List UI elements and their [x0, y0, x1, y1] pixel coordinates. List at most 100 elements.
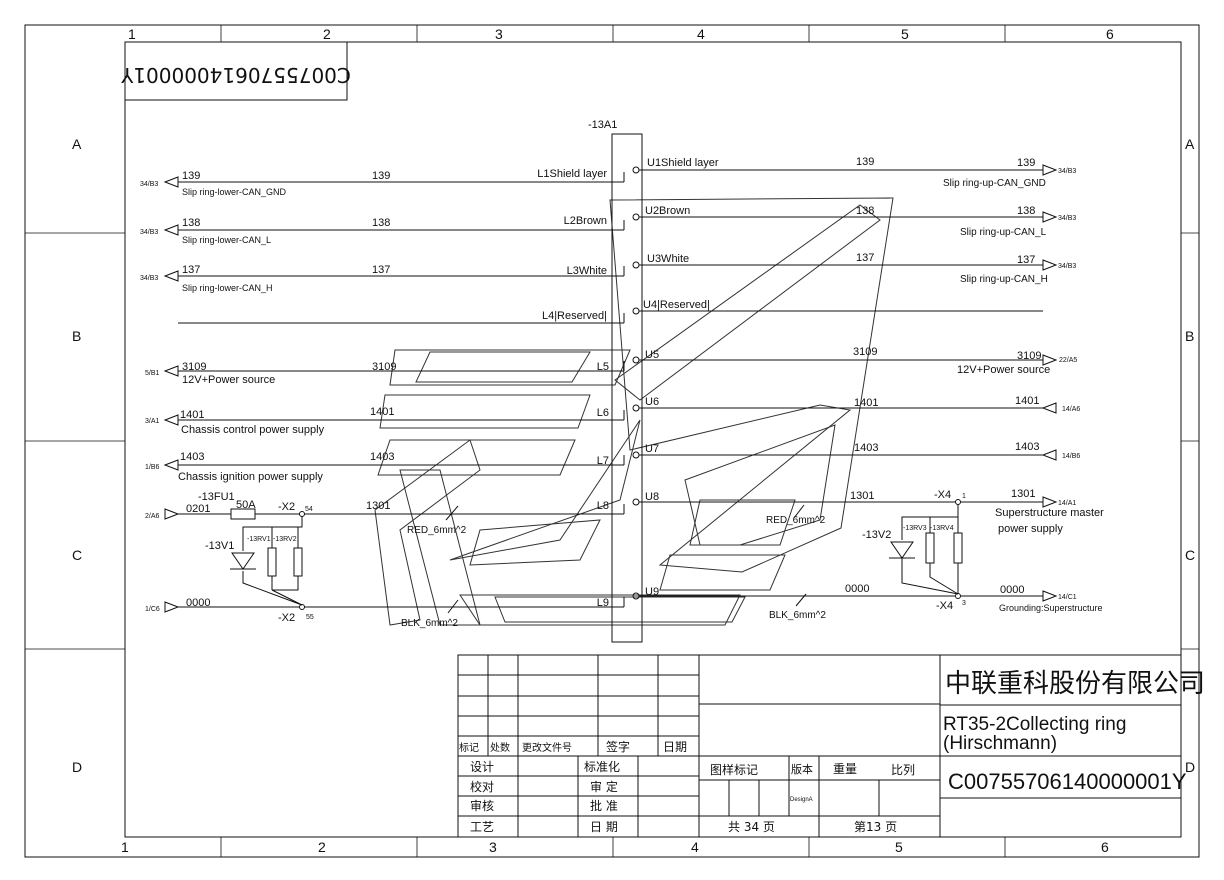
wire-number: 0000	[845, 583, 869, 595]
page-number: 第13 页	[854, 820, 897, 834]
arrow-icon	[163, 459, 179, 471]
arrow-icon	[1042, 259, 1058, 271]
ref-label: 1/C6	[145, 606, 160, 613]
role-label: 校对	[470, 779, 494, 794]
mirrored-code-box	[124, 41, 348, 101]
role-label: 工艺	[470, 820, 494, 834]
col-label: 4	[691, 839, 699, 855]
ref-label: 22/A5	[1059, 357, 1077, 364]
tvs-diode-icon	[890, 541, 914, 559]
drawing-code: C00755706140000001Y	[948, 769, 1187, 794]
wire-number: 138	[1017, 205, 1035, 217]
col-label: 2	[318, 839, 326, 855]
design-tag: DesignA	[790, 797, 813, 803]
wire-number: 138	[372, 217, 390, 229]
wire-desc: Slip ring-up-CAN_L	[960, 227, 1047, 238]
resistor-label: -13RV1	[247, 536, 271, 543]
wire-number: 139	[856, 156, 874, 168]
drawing-subtitle: (Hirschmann)	[943, 733, 1057, 754]
wire-number: 137	[856, 252, 874, 264]
left-wires: 34/B3 139 Slip ring-lower-CAN_GND 139 L1…	[140, 168, 624, 613]
diode-label: -13V2	[862, 529, 891, 541]
terminal-label: U6	[645, 396, 659, 408]
wire-number: 139	[182, 170, 200, 182]
arrow-icon	[1042, 496, 1058, 508]
wire-number: 3109	[182, 361, 206, 373]
wire-desc: Slip ring-lower-CAN_L	[182, 235, 271, 245]
terminal-label: L3White	[567, 265, 607, 277]
wire-number: 138	[856, 205, 874, 217]
pattern-mark-label: 图样标记	[710, 762, 758, 777]
pin-number: 1	[962, 493, 966, 500]
connector-x4-bottom: -X4	[936, 600, 953, 612]
weight-label: 重量	[833, 762, 857, 776]
title-block-grid	[457, 654, 1182, 838]
wire-desc: 12V+Power source	[182, 374, 275, 386]
role-label: 批 准	[590, 798, 618, 813]
module-box	[611, 133, 643, 643]
terminal-label: U5	[645, 349, 659, 361]
wire-number: 1403	[854, 442, 878, 454]
col-label: 1	[121, 839, 129, 855]
cable-label: RED_6mm^2	[766, 515, 826, 526]
resistor-label: -13RV4	[930, 525, 954, 532]
pin-number: 55	[306, 614, 314, 621]
rev-header: 日期	[663, 740, 687, 754]
terminal-label: U2Brown	[645, 205, 690, 217]
wire-number: 1301	[1011, 488, 1035, 500]
rev-header: 标记	[459, 742, 479, 754]
fuse-id: -13FU1	[198, 491, 235, 503]
left-components: -13FU1 50A -X2 54 -X2 55 -13V1 -13RV1 -1…	[198, 491, 314, 624]
row-label: C	[72, 547, 82, 563]
ref-label: 2/A6	[145, 513, 160, 520]
role-label: 标准化	[584, 760, 620, 774]
title-block-text: 中联重科股份有限公司 RT35-2Collecting ring (Hirsch…	[459, 669, 1205, 834]
wire-number: 1401	[370, 406, 394, 418]
wire-desc: Slip ring-lower-CAN_H	[182, 283, 273, 293]
cable-label: BLK_6mm^2	[769, 610, 826, 621]
col-label: 1	[128, 26, 136, 42]
row-label: D	[1185, 759, 1195, 775]
company-name: 中联重科股份有限公司	[945, 669, 1205, 699]
arrow-icon	[163, 365, 179, 377]
arrow-icon	[163, 224, 179, 236]
cable-label: BLK_6mm^2	[401, 618, 458, 629]
column-grid	[25, 25, 1199, 857]
arrow-icon	[1042, 590, 1058, 602]
role-label: 日 期	[590, 820, 618, 834]
wire-number: 0000	[1000, 584, 1024, 596]
terminal-label: L9	[597, 597, 609, 609]
col-label: 4	[697, 26, 705, 42]
arrow-icon	[164, 508, 180, 520]
wire-number: 1401	[854, 397, 878, 409]
terminal-label: U7	[645, 443, 659, 455]
connector-x2-bottom: -X2	[278, 612, 295, 624]
ref-label: 34/B3	[140, 229, 158, 236]
right-components: -X4 1 -X4 3 -13V2 -13RV3 -13RV4	[862, 489, 966, 612]
role-label: 审核	[470, 798, 494, 813]
wire-number: 0201	[186, 503, 210, 515]
wire-number: 3109	[1017, 350, 1041, 362]
connector-x4-top: -X4	[934, 489, 951, 501]
wire-desc: 12V+Power source	[957, 364, 1050, 376]
pin-number: 3	[962, 600, 966, 607]
ref-label: 14/A6	[1062, 406, 1080, 413]
arrow-icon	[1042, 164, 1058, 176]
terminal-label: L5	[597, 361, 609, 373]
resistor-icon	[267, 547, 277, 577]
arrow-icon	[1041, 449, 1057, 461]
wire-desc: Chassis ignition power supply	[178, 471, 323, 483]
ref-label: 5/B1	[145, 370, 160, 377]
wire-number: 1301	[850, 490, 874, 502]
wire-number: 1403	[180, 451, 204, 463]
wire-desc: Chassis control power supply	[181, 424, 325, 436]
row-label: B	[72, 328, 81, 344]
pin-number: 54	[305, 506, 313, 513]
terminal-label: U4|Reserved|	[643, 299, 710, 311]
wire-desc: Slip ring-lower-CAN_GND	[182, 187, 287, 197]
ref-label: 34/B3	[1058, 215, 1076, 222]
wire-desc: Grounding:Superstructure	[999, 603, 1103, 613]
version-label: 版本	[791, 762, 813, 776]
arrow-icon	[163, 414, 179, 426]
terminal-node	[955, 499, 961, 505]
